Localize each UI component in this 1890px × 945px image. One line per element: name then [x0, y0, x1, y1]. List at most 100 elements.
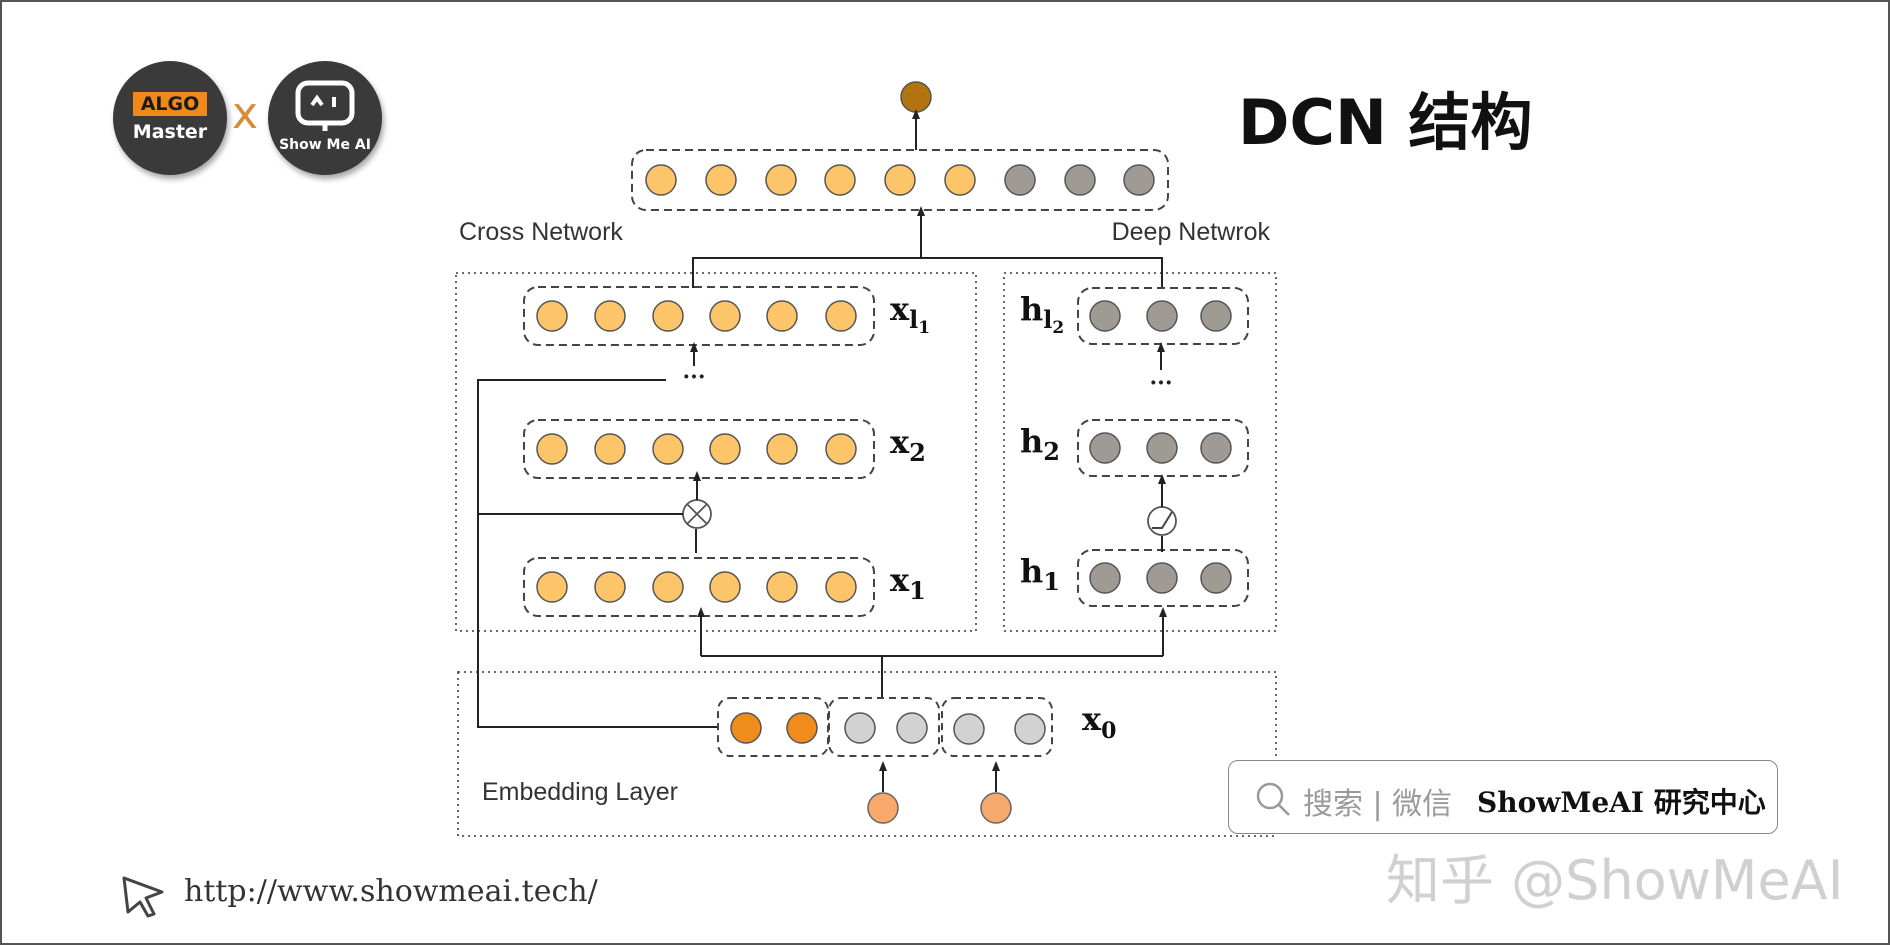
cross-node [536, 571, 568, 603]
showmeai-logo-text: Show Me AI [279, 137, 371, 153]
output-cross-node [884, 164, 916, 196]
cross-node [766, 300, 798, 332]
deep-node [1200, 300, 1232, 332]
search-hint: 搜索 | 微信 [1303, 787, 1453, 822]
robot-face-icon [295, 80, 355, 131]
cross-layer-label-base: x [890, 423, 910, 461]
cross-layer-label-base: x [890, 561, 910, 599]
cross-layer-label-sub: 1 [909, 576, 926, 605]
deep-layer-label-sub: 2 [1043, 437, 1060, 466]
cross-node [594, 571, 626, 603]
cross-node [652, 571, 684, 603]
search-icon [1256, 782, 1290, 816]
cross-network-label: Cross Network [459, 218, 623, 246]
deep-node [1200, 432, 1232, 464]
cross-layer: xl1 [523, 286, 930, 346]
deep-node [1146, 562, 1178, 594]
deep-layer-label: hl2 [1020, 290, 1064, 338]
x0-dense-group [717, 697, 829, 757]
cross-node [825, 433, 857, 465]
deep-node [1200, 562, 1232, 594]
deep-layer-label-subsub: 2 [1052, 318, 1064, 338]
cross-node [652, 433, 684, 465]
output-layer-box [631, 149, 1169, 211]
deep-node [1146, 300, 1178, 332]
cross-layer-box [523, 557, 875, 617]
cross-layer-label-sub: l [909, 305, 918, 334]
cross-network-region [455, 272, 977, 632]
output-cross-node [705, 164, 737, 196]
deep-layer-label-base: h [1020, 290, 1043, 328]
deep-node [1089, 432, 1121, 464]
cross-layer: x1 [523, 557, 926, 617]
deep-layer-label-base: h [1020, 552, 1043, 590]
embedding-layer-label: Embedding Layer [482, 778, 678, 806]
cross-node [536, 433, 568, 465]
search-box[interactable]: 搜索 | 微信 ShowMeAI 研究中心 [1228, 760, 1778, 834]
deep-layer-label: h2 [1020, 422, 1060, 466]
search-brand: ShowMeAI 研究中心 [1477, 786, 1766, 819]
sparse-embedding-node [1014, 713, 1046, 745]
deep-network-region [1003, 272, 1277, 632]
sparse-embedding-node [953, 713, 985, 745]
cross-node [594, 433, 626, 465]
sparse-embedding-node [896, 712, 928, 744]
algo-sub: Master [132, 121, 208, 143]
cross-node [709, 571, 741, 603]
cross-layer-label: x1 [890, 561, 926, 605]
output-node [900, 81, 932, 113]
deep-layer-label: h1 [1020, 552, 1060, 596]
deep-ellipsis: ··· [1150, 370, 1173, 396]
logo-separator: x [232, 88, 259, 139]
deep-layer-label-sub: l [1043, 305, 1052, 334]
x0-sparse-box-1 [828, 697, 940, 757]
activation-relu-glyph [1152, 511, 1173, 529]
deep-layer: h1 [1020, 549, 1249, 607]
algo-badge: ALGO [133, 92, 207, 116]
cross-node [652, 300, 684, 332]
dense-embedding-node [730, 712, 762, 744]
x0-label-base: x [1082, 700, 1102, 738]
algo-master-logo: ALGO Master [113, 61, 227, 175]
output-deep-node [1064, 164, 1096, 196]
cross-node [766, 571, 798, 603]
cross-layer-box [523, 419, 875, 479]
page-title: DCN 结构 [1238, 86, 1533, 159]
cross-layer: x2 [523, 419, 926, 479]
cross-node [709, 300, 741, 332]
cross-layer-label-base: x [890, 290, 910, 328]
output-cross-node [824, 164, 856, 196]
deep-layer: h2 [1020, 419, 1249, 477]
connector-cross-deep-merge [692, 257, 1163, 288]
output-cross-node [645, 164, 677, 196]
x0-sparse-group-2 [941, 697, 1053, 757]
output-deep-node [1004, 164, 1036, 196]
output-layer [631, 149, 1169, 211]
deep-node [1089, 300, 1121, 332]
x0-sparse-group-1 [828, 697, 940, 757]
cross-node [766, 433, 798, 465]
cross-node [825, 571, 857, 603]
cross-node [536, 300, 568, 332]
cross-layer-label-subsub: 1 [918, 318, 930, 338]
cross-product-operator-diag2 [686, 503, 708, 525]
website-url[interactable]: http://www.showmeai.tech/ [184, 874, 598, 909]
deep-layer-box [1077, 419, 1249, 477]
embedding-layer-region [457, 671, 1277, 837]
cross-node [709, 433, 741, 465]
cross-node [825, 300, 857, 332]
x0-label: x0 [1082, 700, 1116, 744]
x0-label-sub: 0 [1101, 718, 1116, 744]
deep-layer-label-base: h [1020, 422, 1043, 460]
dense-embedding-node [786, 712, 818, 744]
output-cross-node [944, 164, 976, 196]
showmeai-logo: Show Me AI [268, 61, 382, 175]
deep-node [1146, 432, 1178, 464]
sparse-embedding-node [844, 712, 876, 744]
cross-node [594, 300, 626, 332]
activation-operator [1147, 506, 1177, 536]
deep-layer: hl2 [1020, 287, 1249, 345]
x0-skip-connection [477, 379, 718, 728]
sparse-input-node [980, 792, 1012, 824]
